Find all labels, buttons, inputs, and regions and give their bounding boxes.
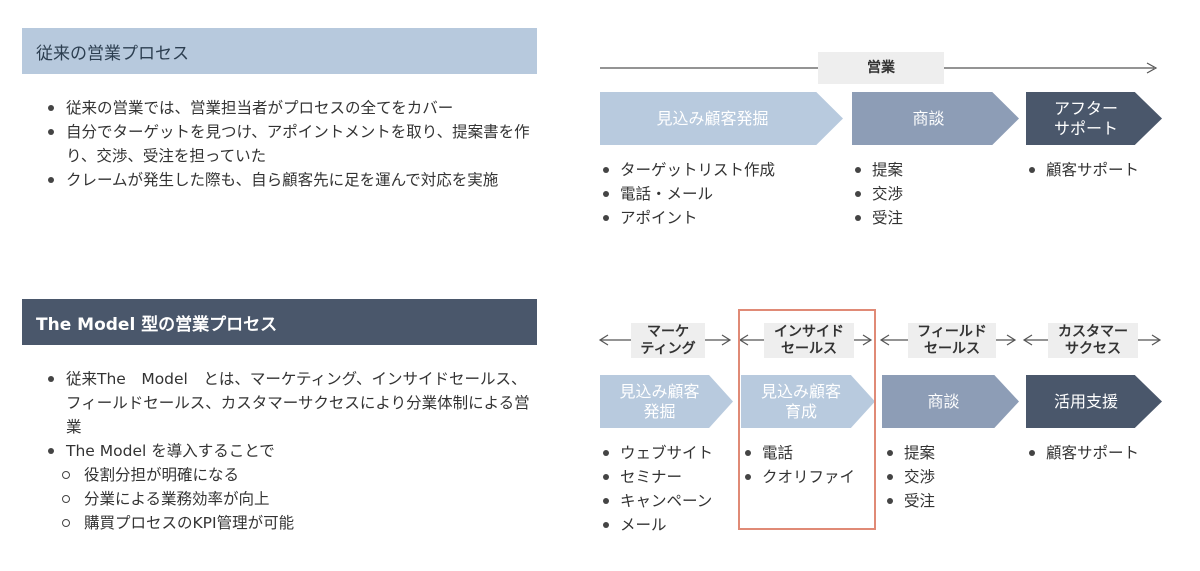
traditional-bullet-list: 従来の営業では、営業担当者がプロセスの全てをカバー 自分でターゲットを見つけ、ア…: [40, 96, 530, 192]
stage-label: 見込み顧客 発掘: [619, 381, 700, 421]
stage-label: 見込み顧客 育成: [760, 381, 841, 421]
list-item: 受注: [884, 489, 1014, 513]
list-item: 提案: [852, 158, 1012, 182]
role-label-text: インサイド セールス: [774, 323, 844, 357]
negotiation-task-list: 提案 交渉 受注: [852, 158, 1012, 230]
stage-label: 商談: [927, 391, 960, 411]
stage-chevron-after-support: アフター サポート: [1026, 92, 1162, 145]
stage-label: アフター サポート: [1053, 98, 1118, 138]
stage-label: 活用支援: [1053, 391, 1118, 411]
role-label-text: カスタマー サクセス: [1058, 323, 1128, 357]
list-item: The Model を導入することで: [40, 439, 530, 463]
stage-chevron-lead-nurturing: 見込み顧客 育成: [741, 375, 875, 428]
list-item: 提案: [884, 441, 1014, 465]
role-label-text: フィールド セールス: [917, 323, 987, 357]
role-label-inside-sales: インサイド セールス: [764, 323, 854, 358]
stage-chevron-lead-generation: 見込み顧客 発掘: [600, 375, 733, 428]
list-item: メール: [600, 513, 735, 537]
list-item: クレームが発生した際も、自ら顧客先に足を運んで対応を実施: [40, 168, 530, 192]
list-item: 顧客サポート: [1026, 441, 1186, 465]
list-item: ウェブサイト: [600, 441, 735, 465]
list-item: 従来の営業では、営業担当者がプロセスの全てをカバー: [40, 96, 530, 120]
role-label-marketing: マーケ ティング: [631, 323, 705, 358]
stage-label: 見込み顧客発掘: [656, 108, 769, 128]
role-label-customer-success: カスタマー サクセス: [1048, 323, 1138, 358]
sub-list-container: 役割分担が明確になる 分業による業務効率が向上 購買プロセスのKPI管理が可能: [40, 463, 530, 535]
list-item: キャンペーン: [600, 489, 735, 513]
the-model-sub-list: 役割分担が明確になる 分業による業務効率が向上 購買プロセスのKPI管理が可能: [40, 463, 530, 535]
prospecting-task-list: ターゲットリスト作成 電話・メール アポイント: [600, 158, 840, 230]
list-item: 交渉: [884, 465, 1014, 489]
list-item: セミナー: [600, 465, 735, 489]
the-model-process-title: The Model 型の営業プロセス: [36, 314, 278, 335]
stage-chevron-prospecting: 見込み顧客発掘: [600, 92, 843, 145]
list-item: 自分でターゲットを見つけ、アポイントメントを取り、提案書を作り、交渉、受注を担っ…: [40, 120, 530, 168]
list-item: 従来The Model とは、マーケティング、インサイドセールス、フィールドセー…: [40, 367, 530, 439]
list-item: アポイント: [600, 206, 840, 230]
stage-chevron-deal: 商談: [882, 375, 1019, 428]
stage-chevron-negotiation: 商談: [852, 92, 1019, 145]
list-item: 交渉: [852, 182, 1012, 206]
after-support-task-list: 顧客サポート: [1026, 158, 1186, 182]
role-label-field-sales: フィールド セールス: [908, 323, 996, 358]
list-item: 受注: [852, 206, 1012, 230]
utilization-support-task-list: 顧客サポート: [1026, 441, 1186, 465]
the-model-process-header: The Model 型の営業プロセス: [22, 299, 537, 345]
list-item: 電話: [742, 441, 872, 465]
list-item: 役割分担が明確になる: [40, 463, 530, 487]
traditional-process-header: 従来の営業プロセス: [22, 28, 537, 74]
list-item: クオリファイ: [742, 465, 872, 489]
list-item: 電話・メール: [600, 182, 840, 206]
sales-range-label-text: 営業: [867, 59, 895, 76]
list-item: 顧客サポート: [1026, 158, 1186, 182]
lead-nurturing-task-list: 電話 クオリファイ: [742, 441, 872, 489]
list-item: ターゲットリスト作成: [600, 158, 840, 182]
role-label-text: マーケ ティング: [640, 323, 696, 357]
list-item: 購買プロセスのKPI管理が可能: [40, 511, 530, 535]
sales-range-label: 営業: [818, 52, 944, 84]
stage-chevron-utilization-support: 活用支援: [1026, 375, 1162, 428]
the-model-bullet-list: 従来The Model とは、マーケティング、インサイドセールス、フィールドセー…: [40, 367, 530, 535]
inside-sales-highlight-frame: [738, 309, 876, 530]
deal-task-list: 提案 交渉 受注: [884, 441, 1014, 513]
list-item: 分業による業務効率が向上: [40, 487, 530, 511]
traditional-process-title: 従来の営業プロセス: [36, 43, 189, 64]
stage-label: 商談: [912, 108, 945, 128]
lead-generation-task-list: ウェブサイト セミナー キャンペーン メール: [600, 441, 735, 537]
